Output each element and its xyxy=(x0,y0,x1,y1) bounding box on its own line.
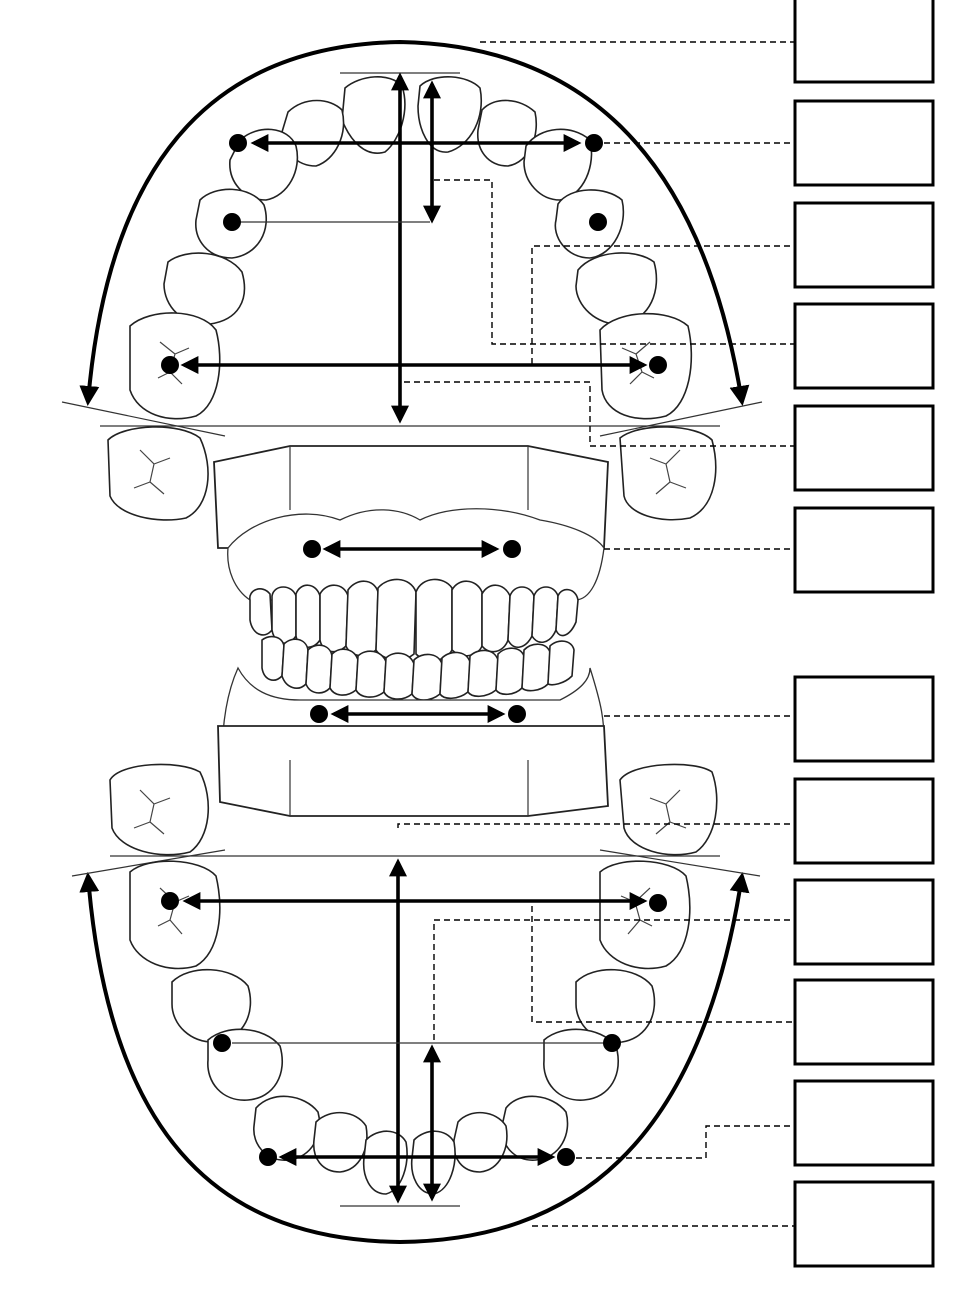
lower-tooth xyxy=(129,860,221,970)
lower-occlusal-plane-right xyxy=(599,849,761,877)
leader-lines xyxy=(397,41,794,1227)
lower-tooth xyxy=(313,1111,368,1173)
label-boxes-lower xyxy=(793,675,935,1268)
upper-tooth xyxy=(523,128,593,201)
upper-reference-point xyxy=(229,134,247,152)
lower-cast-base xyxy=(217,725,609,817)
label-box-8[interactable] xyxy=(793,777,935,865)
upper-occlusal-plane-left xyxy=(61,401,226,437)
upper-reference-point xyxy=(649,356,667,374)
upper-arch-perimeter-arrow xyxy=(79,39,750,406)
upper-tooth xyxy=(107,426,209,521)
label-boxes-upper xyxy=(793,0,935,594)
lower-tooth xyxy=(501,1095,569,1161)
label-box-3[interactable] xyxy=(793,201,935,289)
lower-tooth xyxy=(109,763,210,856)
label-box-2[interactable] xyxy=(793,99,935,187)
upper-cast-reference-point xyxy=(303,540,321,558)
lower-cast-reference-point xyxy=(310,705,328,723)
lower-tooth xyxy=(362,1130,408,1195)
lower-arch-perimeter-arrow xyxy=(79,872,750,1245)
upper-reference-point xyxy=(161,356,179,374)
label-box-7[interactable] xyxy=(793,675,935,763)
lower-reference-point xyxy=(161,892,179,910)
lower-reference-point xyxy=(213,1034,231,1052)
dental-cast-models xyxy=(213,445,609,817)
upper-cast-reference-point xyxy=(503,540,521,558)
lower-tooth xyxy=(543,1028,620,1101)
label-box-4[interactable] xyxy=(793,302,935,390)
upper-occlusal-plane-right xyxy=(599,401,763,437)
upper-tooth xyxy=(575,252,658,325)
label-box-5[interactable] xyxy=(793,404,935,492)
upper-front-teeth xyxy=(249,578,579,662)
lower-front-teeth xyxy=(261,635,575,701)
label-box-12[interactable] xyxy=(793,1180,935,1268)
lower-tooth xyxy=(619,763,718,856)
lower-cast-reference-point xyxy=(508,705,526,723)
lower-arch xyxy=(71,763,761,1245)
lower-reference-point xyxy=(649,894,667,912)
lower-reference-point xyxy=(259,1148,277,1166)
upper-reference-point xyxy=(223,213,241,231)
lower-tooth xyxy=(599,860,691,970)
upper-reference-point xyxy=(589,213,607,231)
upper-tooth xyxy=(163,252,246,325)
label-box-9[interactable] xyxy=(793,878,935,966)
upper-tooth xyxy=(417,75,482,153)
lower-reference-point xyxy=(557,1148,575,1166)
lower-tooth xyxy=(171,968,252,1043)
label-box-6[interactable] xyxy=(793,506,935,594)
label-box-1[interactable] xyxy=(793,0,935,84)
lower-reference-point xyxy=(603,1034,621,1052)
upper-arch xyxy=(61,39,763,521)
label-box-10[interactable] xyxy=(793,978,935,1066)
label-box-11[interactable] xyxy=(793,1079,935,1167)
lower-tooth xyxy=(453,1111,508,1173)
